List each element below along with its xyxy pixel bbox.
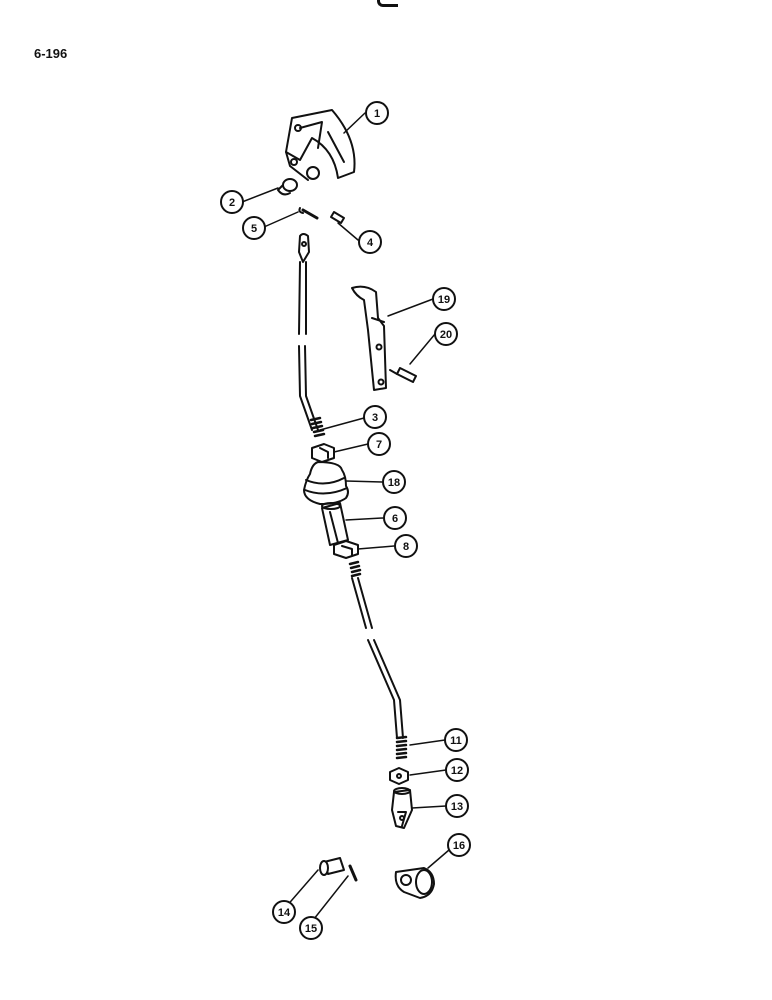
svg-text:4: 4 <box>367 237 374 249</box>
svg-text:16: 16 <box>453 840 465 852</box>
part-12-nut <box>389 767 409 785</box>
callout-12: 12 <box>445 758 469 782</box>
leader-lines <box>241 112 450 925</box>
callout-13: 13 <box>445 794 469 818</box>
callout-4: 4 <box>358 230 382 254</box>
svg-text:2: 2 <box>229 197 235 209</box>
svg-text:3: 3 <box>372 412 378 424</box>
callout-20: 20 <box>434 322 458 346</box>
part-13-clevis <box>391 787 413 829</box>
svg-text:14: 14 <box>278 907 291 919</box>
callouts: 1 2 3 4 5 6 7 8 <box>220 101 471 940</box>
part-11-lower-rod <box>348 560 408 760</box>
part-15-cotter-pin <box>348 864 358 882</box>
callout-11: 11 <box>444 728 468 752</box>
callout-7: 7 <box>367 432 391 456</box>
callout-19: 19 <box>432 287 456 311</box>
part-18-boot <box>303 461 349 505</box>
svg-text:1: 1 <box>374 108 380 120</box>
header-fragment <box>377 0 398 7</box>
part-1-gate-plate <box>285 109 356 181</box>
part-16-lever-arm <box>394 867 435 899</box>
part-14-pin <box>319 857 345 876</box>
svg-text:13: 13 <box>451 801 463 813</box>
part-20-bolt <box>389 367 417 383</box>
part-7-nut <box>311 443 335 463</box>
page-number: 6-196 <box>34 46 68 61</box>
callout-15: 15 <box>299 916 323 940</box>
svg-text:20: 20 <box>440 329 452 341</box>
svg-text:19: 19 <box>438 294 450 306</box>
svg-text:15: 15 <box>305 923 317 935</box>
svg-text:5: 5 <box>251 223 257 235</box>
svg-text:18: 18 <box>388 477 400 489</box>
svg-text:12: 12 <box>451 765 463 777</box>
callout-3: 3 <box>363 405 387 429</box>
part-2-bushing <box>277 178 298 196</box>
svg-text:7: 7 <box>376 439 382 451</box>
part-5-cotter-pin <box>298 207 319 220</box>
part-4-clevis-pin <box>330 211 345 224</box>
part-19-lever <box>351 285 387 391</box>
callout-6: 6 <box>383 506 407 530</box>
svg-text:8: 8 <box>403 541 409 553</box>
svg-text:11: 11 <box>450 735 462 747</box>
callout-2: 2 <box>220 190 244 214</box>
callout-16: 16 <box>447 833 471 857</box>
callout-8: 8 <box>394 534 418 558</box>
callout-5: 5 <box>242 216 266 240</box>
callout-1: 1 <box>365 101 389 125</box>
svg-text:6: 6 <box>392 513 398 525</box>
part-8-nut <box>333 540 359 559</box>
callout-14: 14 <box>272 900 296 924</box>
part-6-sleeve <box>321 502 349 546</box>
part-3-upper-rod <box>298 233 326 438</box>
callout-18: 18 <box>382 470 406 494</box>
